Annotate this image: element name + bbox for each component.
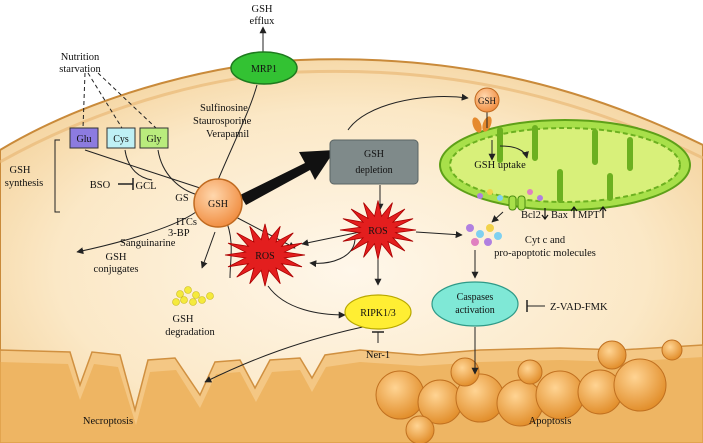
zvad-label: Z-VAD-FMK [550,302,608,313]
gsh-synthesis-label-2: synthesis [5,178,44,189]
gsh-conjugates-label-1: GSH [105,252,126,263]
apoptotic-bodies [375,339,683,443]
gsh-synthesis-label-1: GSH [9,165,30,176]
bcl2-label: Bcl2 [521,210,541,221]
cys-box [106,127,136,149]
gsh-degradation-dots-icon [172,286,214,306]
connectors [54,26,545,383]
itcs-label: ITCs [176,217,197,228]
gly-box [139,127,169,149]
bso-label: BSO [90,180,111,191]
ros-center-burst: ROS [339,200,417,260]
verapamil-label: Verapamil [206,129,249,140]
gsh-central-node: GSH [193,178,243,228]
gsh-central-label: GSH [208,199,228,210]
nutrition-label-1: Nutrition [61,52,100,63]
mito-pore-icon [508,195,526,211]
gsh-depletion-box: GSH depletion [329,139,419,185]
mrp1-node: MRP1 [230,51,298,85]
gsh-efflux-label-1: GSH [251,4,272,15]
staurosporine-label: Staurosporine [193,116,252,127]
gsh-depletion-label-2: depletion [355,165,392,176]
gsh-degradation-label-2: degradation [165,327,215,338]
gsh-efflux-label-2: efflux [250,16,276,27]
gly-label: Gly [147,134,162,145]
colored-molecule-dots-icon [466,189,543,246]
sanguinarine-label: Sanguinarine [120,238,176,249]
nutrition-label-2: starvation [59,64,101,75]
cys-label: Cys [113,134,129,145]
cytc-label-2: pro-apoptotic molecules [494,248,596,259]
thick-black-arrow-icon [240,150,335,205]
bax-label: Bax [551,210,569,221]
ros-left-label: ROS [255,251,274,262]
cytc-label-1: Cyt c and [525,235,566,246]
mpt-label: MPT [578,210,600,221]
regulation-arrows [541,206,607,220]
gsh-mito-label: GSH [478,96,497,106]
three-bp-label: 3-BP [168,228,190,239]
caspases-label-2: activation [455,305,494,316]
gsh-mito-node: GSH [474,87,500,113]
mrp1-label: MRP1 [251,64,277,75]
gs-label: GS [175,193,189,204]
ripk-node: RIPK1/3 [344,294,412,330]
apoptosis-label: Apoptosis [529,416,572,427]
ros-left-burst: ROS [224,223,306,287]
ner1-label: Ner-1 [366,350,390,361]
caspases-label-1: Caspases [457,292,494,303]
ripk-label: RIPK1/3 [360,308,396,319]
gsh-depletion-label-1: GSH [364,149,384,160]
gcl-label: GCL [136,181,157,192]
caspases-node: Caspases activation [431,281,519,327]
gsh-conjugates-label-2: conjugates [94,264,139,275]
necroptosis-label: Necroptosis [83,416,133,427]
sulfinosine-label: Sulfinosine [200,103,248,114]
glu-box [69,127,99,149]
ros-center-label: ROS [368,226,387,237]
gsh-degradation-label-1: GSH [172,314,193,325]
glu-label: Glu [77,134,92,145]
membrane-inner-line [0,69,703,164]
gsh-uptake-label: GSH uptake [474,160,526,171]
mitochondrion-icon [439,119,691,211]
